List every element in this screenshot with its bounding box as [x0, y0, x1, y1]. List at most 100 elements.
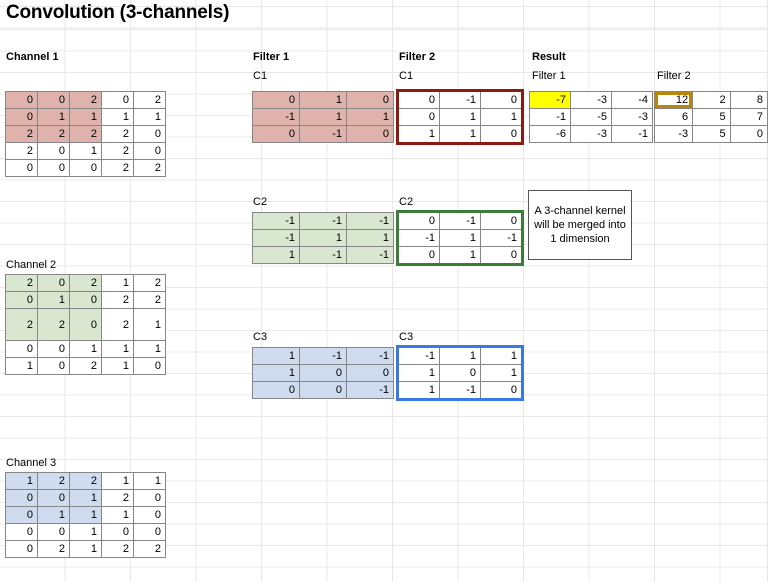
matrix-cell: 2	[133, 91, 166, 109]
matrix-row: -7-3-4	[529, 91, 653, 109]
matrix-cell: 1	[252, 347, 300, 365]
matrix-cell: 1	[398, 364, 440, 382]
matrix-cell: -1	[439, 91, 481, 109]
matrix-cell: 1	[69, 142, 102, 160]
matrix-cell: 1	[439, 229, 481, 247]
matrix-cell: 1	[439, 347, 481, 365]
matrix-cell: 2	[133, 291, 166, 309]
matrix-cell: 0	[398, 91, 440, 109]
matrix-cell: 0	[480, 381, 522, 399]
matrix-cell: 0	[252, 91, 300, 109]
matrix-row: 1-1-1	[252, 347, 394, 365]
matrix-cell: 0	[5, 523, 38, 541]
matrix-cell: 1	[299, 229, 347, 247]
matrix-cell: 0	[299, 364, 347, 382]
matrix-cell: 2	[133, 540, 166, 558]
matrix-cell: -1	[346, 347, 394, 365]
matrix-cell: 1	[37, 506, 70, 524]
matrix-cell: 0	[398, 246, 440, 264]
matrix-cell: 1	[299, 91, 347, 109]
matrix-cell: 0	[5, 540, 38, 558]
matrix-cell: 2	[5, 125, 38, 143]
matrix-cell: 0	[398, 108, 440, 126]
matrix-cell: 0	[101, 91, 134, 109]
matrix-cell: 2	[69, 274, 102, 292]
channel-3-label: Channel 3	[6, 457, 57, 469]
matrix-cell: 1	[439, 108, 481, 126]
matrix-cell: 1	[480, 108, 522, 126]
matrix-cell: 0	[69, 291, 102, 309]
matrix-cell: -1	[346, 246, 394, 264]
matrix-cell: 0	[346, 125, 394, 143]
matrix-cell: -1	[398, 229, 440, 247]
page-title: Convolution (3-channels)	[6, 2, 230, 23]
matrix-cell: 0	[101, 523, 134, 541]
matrix-cell: -1	[439, 381, 481, 399]
matrix-cell: 1	[69, 340, 102, 358]
matrix-cell: 1	[133, 308, 166, 341]
matrix-cell: 2	[101, 159, 134, 177]
matrix-cell: 2	[133, 159, 166, 177]
matrix-cell: -4	[611, 91, 653, 109]
matrix-cell: 1	[69, 108, 102, 126]
matrix-row: -1-5-3	[529, 108, 653, 126]
matrix-cell: -1	[252, 212, 300, 230]
matrix-cell: 1	[439, 246, 481, 264]
matrix-cell: -6	[529, 125, 571, 143]
matrix-cell: -5	[570, 108, 612, 126]
matrix-cell: 1	[37, 291, 70, 309]
matrix-cell: 2	[101, 142, 134, 160]
filter-1-c2-label: C2	[253, 196, 268, 208]
matrix-cell: 0	[480, 125, 522, 143]
matrix-cell: 1	[69, 540, 102, 558]
matrix-cell: -1	[611, 125, 653, 143]
matrix-cell: 0	[37, 357, 70, 375]
matrix-cell: 1	[133, 108, 166, 126]
filter-2-label: Filter 2	[399, 51, 436, 63]
matrix-cell: 5	[692, 125, 731, 143]
matrix-cell: 1	[101, 357, 134, 375]
matrix-cell: -1	[299, 246, 347, 264]
matrix-cell: 2	[101, 489, 134, 507]
note-box: A 3-channel kernel will be merged into 1…	[528, 190, 632, 260]
matrix-cell: -1	[299, 212, 347, 230]
matrix-cell: 0	[480, 246, 522, 264]
matrix-cell: 2	[692, 91, 731, 109]
filter-1-c3-label: C3	[253, 331, 268, 343]
matrix-cell: 5	[692, 108, 731, 126]
matrix-cell: -1	[346, 381, 394, 399]
filter-1-c1-label: C1	[253, 70, 268, 82]
matrix-cell: 0	[37, 142, 70, 160]
matrix-cell: 1	[69, 489, 102, 507]
matrix-cell: 1	[133, 472, 166, 490]
matrix-cell: 0	[5, 159, 38, 177]
matrix-cell: 0	[439, 364, 481, 382]
matrix-cell: 0	[5, 108, 38, 126]
matrix-cell: 1	[101, 108, 134, 126]
matrix-cell: 0	[37, 340, 70, 358]
matrix-row: -1-1-1	[252, 212, 394, 230]
result-filter-2-label: Filter 2	[657, 70, 691, 82]
matrix-cell: 2	[101, 291, 134, 309]
matrix-cell: 0	[480, 212, 522, 230]
matrix-cell: 0	[37, 489, 70, 507]
matrix-cell: 1	[101, 506, 134, 524]
result-filter-1-label: Filter 1	[532, 70, 566, 82]
